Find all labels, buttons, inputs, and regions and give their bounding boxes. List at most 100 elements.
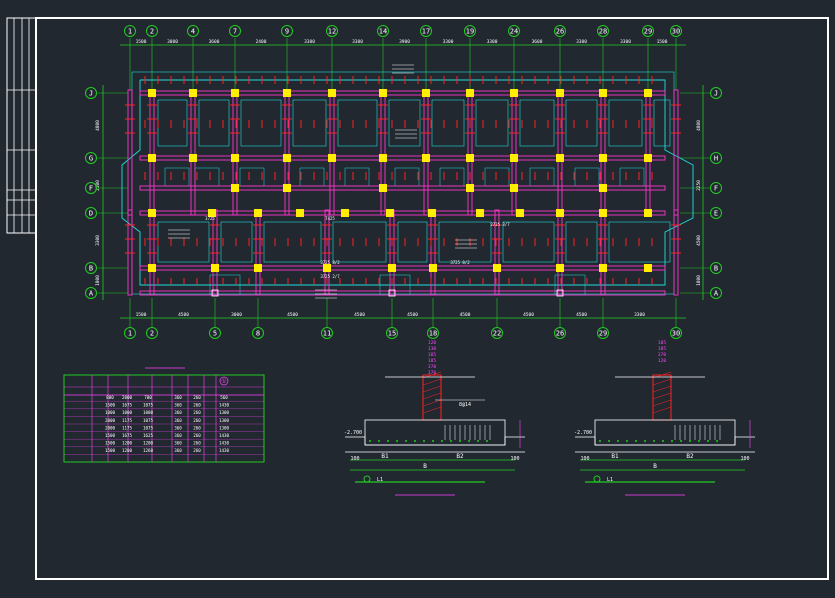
dim-label: B2: [686, 453, 694, 460]
dim-label: B1: [611, 453, 619, 460]
dim-text-bottom: 4500: [354, 312, 365, 318]
column: [428, 209, 436, 217]
column: [644, 154, 652, 162]
column: [510, 89, 518, 97]
table-cell: 700: [144, 395, 152, 400]
bay-box-lower: [220, 221, 253, 263]
top-dim: 185: [658, 346, 666, 352]
top-dim: 370: [658, 352, 666, 358]
grid-label: A: [714, 290, 719, 298]
bay-box-upper: [157, 99, 188, 147]
column: [323, 264, 331, 272]
dim-label: B2: [456, 453, 464, 460]
rebar-dot: [671, 440, 673, 442]
strip-footing-v: [380, 89, 386, 216]
grid-label: 1: [128, 28, 132, 36]
hatch: [652, 392, 672, 400]
grid-bubble: [491, 327, 503, 339]
column: [379, 184, 387, 192]
grid-bubble-left: G: [85, 152, 97, 164]
column: [599, 89, 607, 97]
table-cell: 1300: [219, 425, 230, 430]
grid-label: 30: [672, 28, 680, 36]
table-cell: 1200: [143, 441, 154, 446]
grid-label: 26: [556, 330, 564, 338]
dim-label: B: [423, 463, 427, 470]
table-cell: 800: [106, 395, 114, 400]
grid-bubble: [124, 25, 136, 37]
rebar-dot: [369, 440, 371, 442]
grid-bubble-top: 28: [597, 25, 609, 37]
dim-label: B1: [381, 453, 389, 460]
grid-bubble: [321, 327, 333, 339]
grid-bubble-top: 4: [187, 25, 199, 37]
bay-box-lower: [438, 221, 492, 263]
leader-note: [455, 239, 477, 249]
plan-note: 3725 8/2: [450, 260, 470, 265]
rebar-dot: [414, 440, 416, 442]
grid-bubble: [229, 25, 241, 37]
grid-label: 5: [213, 330, 217, 338]
table-cell: 1260: [143, 448, 154, 453]
pad-box: [529, 167, 555, 187]
table-cell: 1675: [122, 403, 133, 408]
dim-label: L1: [607, 477, 613, 483]
grid-bubble: [710, 207, 722, 219]
grid-bubble-left: A: [85, 287, 97, 299]
leader-note: [168, 229, 190, 239]
dim-text-bottom: 4500: [178, 312, 189, 318]
column: [388, 264, 396, 272]
grid-bubble-top: 7: [229, 25, 241, 37]
strip-footing-h: [139, 290, 666, 296]
strip-footing-v: [149, 89, 155, 216]
column: [466, 89, 474, 97]
bay-box-upper: [608, 99, 643, 147]
dim-text-top: 3300: [576, 39, 587, 45]
grid-bubble-bottom: 11: [321, 327, 333, 339]
table-cell: 1000: [105, 410, 116, 415]
table-cell: 1430: [219, 448, 230, 453]
bay-box-upper: [240, 99, 282, 147]
table-cell: 260: [193, 418, 201, 423]
grid-label: 14: [379, 28, 387, 36]
bay-box-lower: [263, 221, 322, 263]
dim-text-top: 2400: [256, 39, 267, 45]
column: [516, 209, 524, 217]
grid-bubble-right: F: [710, 182, 722, 194]
top-dim: 120: [428, 340, 436, 346]
pad-box: [239, 167, 265, 187]
bay-box-lower: [502, 221, 555, 263]
elevation: -2.700: [574, 430, 592, 436]
dim-text-top: 3300: [620, 39, 631, 45]
table-cell: 1430: [219, 441, 230, 446]
dim-text-bottom: 1500: [136, 312, 147, 318]
dim-text-top: 3600: [209, 39, 220, 45]
grid-bubble-right: A: [710, 287, 722, 299]
column: [296, 209, 304, 217]
section-mark: [593, 475, 601, 483]
dim-text-top: 3300: [443, 39, 454, 45]
strip-footing-h: [139, 155, 666, 161]
rebar-dot: [608, 440, 610, 442]
grid-label: 22: [493, 330, 501, 338]
grid-bubble-bottom: 29: [597, 327, 609, 339]
rebar-dot: [378, 440, 380, 442]
grid-label: B: [714, 265, 718, 273]
grid-bubble: [670, 327, 682, 339]
hatch: [422, 406, 442, 414]
strip-footing-v: [190, 89, 196, 216]
rebar-marks: [125, 76, 681, 284]
grid-bubble-bottom: 26: [554, 327, 566, 339]
grid-label: 7: [233, 28, 237, 36]
dim-text-left: 2100: [95, 180, 101, 191]
grid-bubble-bottom: 1: [124, 327, 136, 339]
column: [328, 154, 336, 162]
grid-label: 8: [256, 330, 260, 338]
table-cell: 260: [193, 410, 201, 415]
hatch: [652, 385, 672, 393]
grid-bubble: [85, 152, 97, 164]
grid-label: A: [89, 290, 94, 298]
column: [429, 264, 437, 272]
